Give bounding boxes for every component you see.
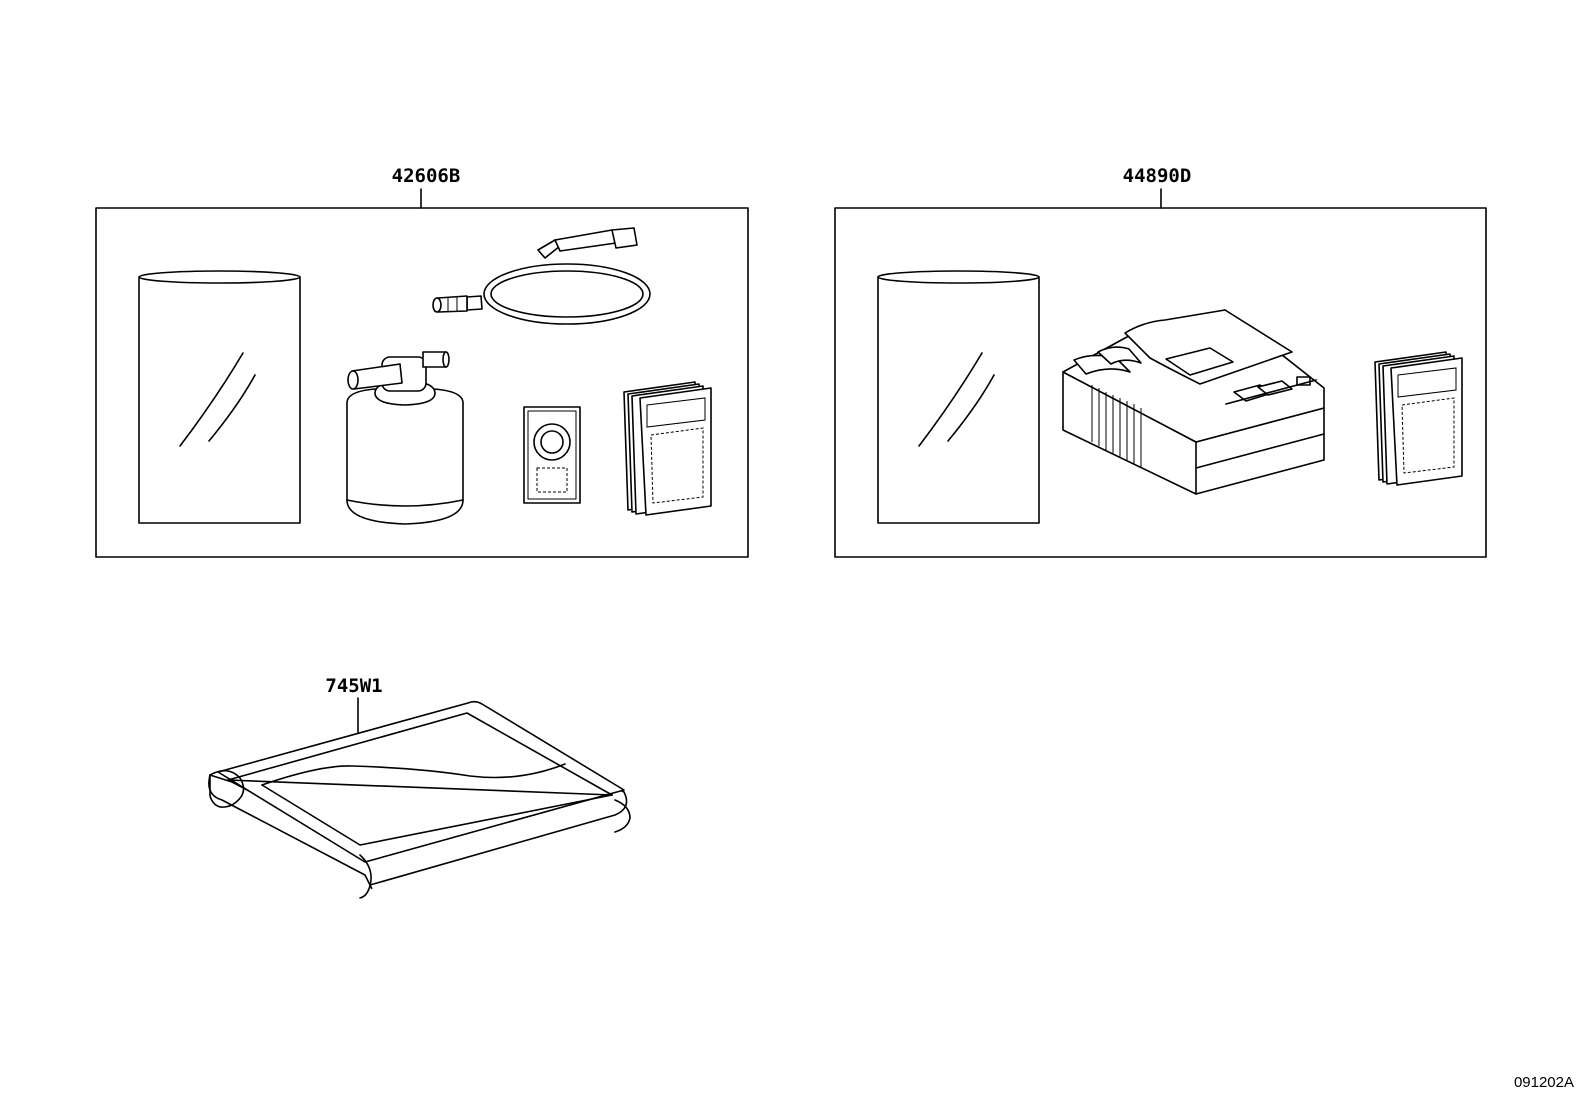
- kit-group-right: 44890D: [834, 165, 1487, 558]
- callout-bag[interactable]: 745W1: [325, 675, 382, 697]
- kit-group-left: 42606B: [95, 165, 749, 558]
- air-compressor-icon[interactable]: [1062, 309, 1325, 495]
- sticker-label-icon[interactable]: [523, 406, 581, 504]
- kit-box-right: [834, 207, 1487, 558]
- plastic-bag-icon[interactable]: [877, 270, 1040, 524]
- sealant-bottle-icon[interactable]: [346, 351, 464, 525]
- tool-bag-icon[interactable]: [208, 700, 631, 899]
- hose-icon[interactable]: [432, 227, 651, 325]
- callout-kit-left[interactable]: 42606B: [392, 165, 461, 187]
- figure-number: 091202A: [1514, 1074, 1574, 1091]
- manual-booklet-icon[interactable]: [1374, 351, 1463, 486]
- tool-bag-group: 745W1: [208, 675, 631, 899]
- plastic-bag-icon[interactable]: [138, 270, 301, 524]
- vent-grille: [1091, 385, 1142, 467]
- manual-booklet-icon[interactable]: [623, 381, 712, 516]
- callout-kit-right[interactable]: 44890D: [1123, 165, 1192, 187]
- kit-box-left: [95, 207, 749, 558]
